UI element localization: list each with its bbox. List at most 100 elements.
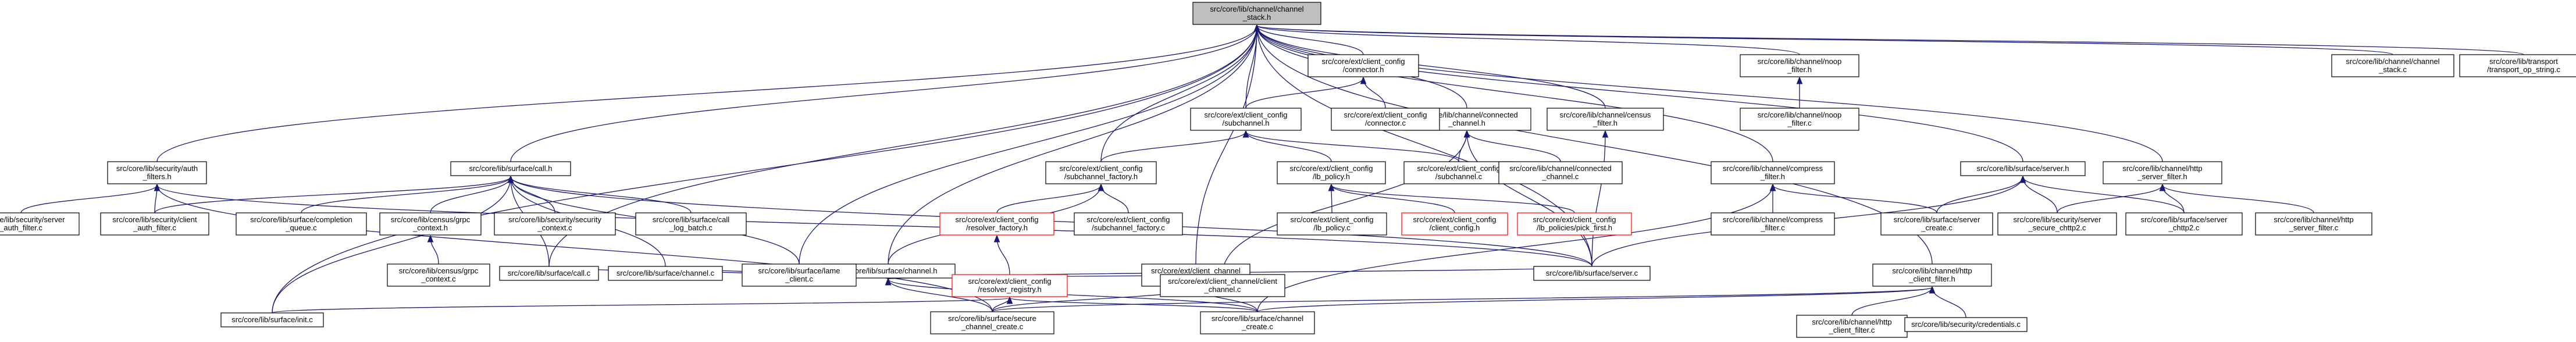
graph-node-client-config-client-config-h[interactable]: src/core/ext/client_config/client_config…	[1401, 212, 1508, 236]
dependency-edge	[1257, 287, 1932, 312]
graph-node-http-client-filter-c[interactable]: src/core/lib/channel/http_client_filter.…	[1796, 315, 1908, 338]
node-box	[1277, 212, 1387, 236]
graph-node-client-channel-client-channel-c[interactable]: src/core/ext/client_channel/client_chann…	[1160, 274, 1285, 297]
node-label-line: src/core/lib/channel/compress	[1723, 164, 1823, 173]
graph-node-security-credentials-c[interactable]: src/core/lib/security/credentials.c	[1904, 317, 2028, 332]
graph-node-security-server-secure-chttp2-c[interactable]: src/core/lib/security/server_secure_chtt…	[1997, 212, 2117, 236]
node-label-line: src/core/lib/surface/lame	[758, 266, 840, 275]
graph-node-channel-stack-c[interactable]: src/core/lib/channel/channel_stack.c	[2331, 54, 2454, 77]
node-box	[742, 263, 857, 287]
graph-node-client-config-subchannel-factory-h[interactable]: src/core/ext/client_config/subchannel_fa…	[1045, 161, 1157, 184]
node-label-line: src/core/lib/channel/http	[1812, 318, 1891, 326]
dependency-edge	[430, 236, 439, 265]
node-label-line: _filter.h	[1592, 119, 1617, 127]
graph-node-transport-op-string-c[interactable]: src/core/lib/transport/transport_op_stri…	[2459, 54, 2576, 77]
dependency-edge	[2023, 177, 2058, 213]
node-box	[939, 212, 1054, 236]
dependency-edge	[1932, 287, 1966, 318]
graph-node-surface-channel-c[interactable]: src/core/lib/surface/channel.c	[608, 266, 723, 281]
dependency-edge	[1257, 26, 1606, 109]
dependency-edge	[1257, 26, 1364, 55]
node-box	[2331, 54, 2454, 77]
node-label-line: src/core/lib/surface/server.h	[1977, 164, 2069, 173]
node-box	[1711, 212, 1835, 236]
graph-node-surface-secure-channel-create-c[interactable]: src/core/lib/surface/secure_channel_crea…	[930, 311, 1054, 334]
graph-node-channel-compress-filter-h[interactable]: src/core/lib/channel/compress_filter.h	[1711, 161, 1835, 184]
node-box	[387, 263, 490, 287]
node-label-line: src/core/ext/client_config	[1533, 215, 1616, 224]
graph-node-surface-channel-create-c[interactable]: src/core/lib/surface/channel_create.c	[1200, 311, 1315, 334]
node-label-line: src/core/ext/client_config	[1413, 215, 1496, 224]
graph-node-client-config-subchannel-c[interactable]: src/core/ext/client_config/subchannel.c	[1403, 161, 1514, 184]
node-label-line: src/core/lib/security/server	[2014, 215, 2102, 224]
node-box	[1331, 108, 1440, 131]
node-label-line: src/core/lib/transport	[2489, 57, 2558, 66]
node-box	[608, 266, 723, 281]
graph-node-client-config-resolver-registry-h[interactable]: src/core/ext/client_config/resolver_regi…	[952, 274, 1068, 297]
graph-node-surface-completion-queue-c[interactable]: src/core/lib/surface/completion_queue.c	[236, 212, 367, 236]
dependency-edge	[992, 287, 1932, 312]
graph-node-surface-call-c[interactable]: src/core/lib/surface/call.c	[499, 266, 599, 281]
graph-node-http-client-filter-h[interactable]: src/core/lib/channel/http_client_filter.…	[1872, 263, 1992, 287]
node-label-line: src/core/ext/client_channel	[1151, 266, 1241, 275]
node-box	[1307, 54, 1419, 77]
graph-node-client-config-lb-policy-h[interactable]: src/core/ext/client_config/lb_policy.h	[1277, 161, 1386, 184]
dependency-edge	[510, 26, 1257, 162]
graph-node-http-server-filter-c[interactable]: src/core/lib/channel/http_server_filter.…	[2255, 212, 2372, 236]
graph-node-security-server-auth-filter-c[interactable]: src/core/lib/security/server_auth_filter…	[0, 212, 80, 236]
node-box	[1074, 212, 1183, 236]
graph-node-lb-policies-pick-first-h[interactable]: src/core/ext/client_config/lb_policies/p…	[1517, 212, 1632, 236]
graph-node-surface-server-create-c[interactable]: src/core/lib/surface/server_create.c	[1880, 212, 1993, 236]
dependency-edge	[1257, 185, 1773, 312]
graph-node-surface-server-c[interactable]: src/core/lib/surface/server.c	[1533, 266, 1651, 281]
dependency-edge	[1100, 131, 1246, 162]
node-box	[1160, 274, 1285, 297]
graph-node-surface-init-c[interactable]: src/core/lib/surface/init.c	[220, 312, 324, 327]
graph-node-client-channel-subchannel-h[interactable]: src/core/ext/client_config/subchannel.h	[1190, 108, 1302, 131]
node-label-line: _filters.h	[142, 172, 171, 181]
graph-node-channel-noop-filter-h[interactable]: src/core/lib/channel/noop_filter.h	[1740, 54, 1859, 77]
graph-node-client-config-connector-c[interactable]: src/core/ext/client_config/connector.c	[1331, 108, 1440, 131]
graph-node-security-client-auth-filter-c[interactable]: src/core/lib/security/client_auth_filter…	[100, 212, 209, 236]
graph-node-census-grpc-context-c[interactable]: src/core/lib/census/grpc_context.c	[387, 263, 490, 287]
node-box	[1517, 212, 1632, 236]
node-label-line: /lb_policy.c	[1313, 223, 1351, 232]
graph-node-census-grpc-context-h[interactable]: src/core/lib/census/grpc_context.h	[379, 212, 482, 236]
node-label-line: src/core/lib/surface/call.c	[508, 269, 591, 277]
node-label-line: _client.c	[785, 275, 813, 283]
graph-node-connected-channel-c[interactable]: src/core/lib/channel/connected_channel.c	[1498, 161, 1623, 184]
graph-node-surface-server-chttp2-c[interactable]: src/core/lib/surface/server_chttp2.c	[2125, 212, 2243, 236]
graph-node-surface-lame-client-c[interactable]: src/core/lib/surface/lame_client.c	[742, 263, 857, 287]
graph-node-client-config-connector-h[interactable]: src/core/ext/client_config/connector.h	[1307, 54, 1419, 77]
dependency-edge	[1257, 26, 1773, 162]
node-box	[1498, 161, 1623, 184]
graph-node-compress-filter-c[interactable]: src/core/lib/channel/compress_filter.c	[1711, 212, 1835, 236]
node-label-line: _server_filter.h	[2137, 172, 2187, 181]
node-box	[2125, 212, 2243, 236]
node-label-line: /lb_policies/pick_first.h	[1537, 223, 1612, 232]
graph-node-census-filter-h[interactable]: src/core/lib/channel/census_filter.h	[1547, 108, 1664, 131]
graph-node-client-config-subchannel-factory-c[interactable]: src/core/ext/client_config/subchannel_fa…	[1074, 212, 1183, 236]
dependency-edge	[1591, 131, 1605, 267]
node-label-line: src/core/ext/client_config	[955, 215, 1038, 224]
graph-node-noop-filter-c[interactable]: src/core/lib/channel/noop_filter.c	[1740, 108, 1859, 131]
graph-node-client-config-lb-policy-c[interactable]: src/core/ext/client_config/lb_policy.c	[1277, 212, 1387, 236]
graph-node-http-server-filter-h[interactable]: src/core/lib/channel/http_server_filter.…	[2103, 161, 2222, 184]
node-label-line: _secure_chttp2.c	[2028, 223, 2086, 232]
graph-node-security-auth-filters-h[interactable]: src/core/lib/security/auth_filters.h	[107, 161, 207, 184]
node-box	[930, 311, 1054, 334]
graph-node-surface-call-log-batch-c[interactable]: src/core/lib/surface/call_log_batch.c	[635, 212, 747, 236]
graph-node-surface-call-h[interactable]: src/core/lib/surface/call.h	[450, 161, 571, 176]
node-label-line: /connector.h	[1343, 65, 1384, 74]
graph-node-root[interactable]: src/core/lib/channel/channel_stack.h	[1192, 2, 1321, 25]
dependency-edge	[888, 279, 1258, 312]
graph-node-security-security-context-c[interactable]: src/core/lib/security/security_context.c	[494, 212, 616, 236]
node-label-line: _server_filter.c	[2289, 223, 2339, 232]
dependency-edge	[997, 236, 1010, 275]
node-box	[236, 212, 367, 236]
graph-node-surface-server-h[interactable]: src/core/lib/surface/server.h	[1960, 161, 2086, 176]
dependency-edge	[1331, 185, 1575, 213]
graph-node-client-config-resolver-factory-h[interactable]: src/core/ext/client_config/resolver_fact…	[939, 212, 1054, 236]
dependency-edge	[511, 177, 692, 213]
dependency-edge	[1257, 26, 2393, 55]
